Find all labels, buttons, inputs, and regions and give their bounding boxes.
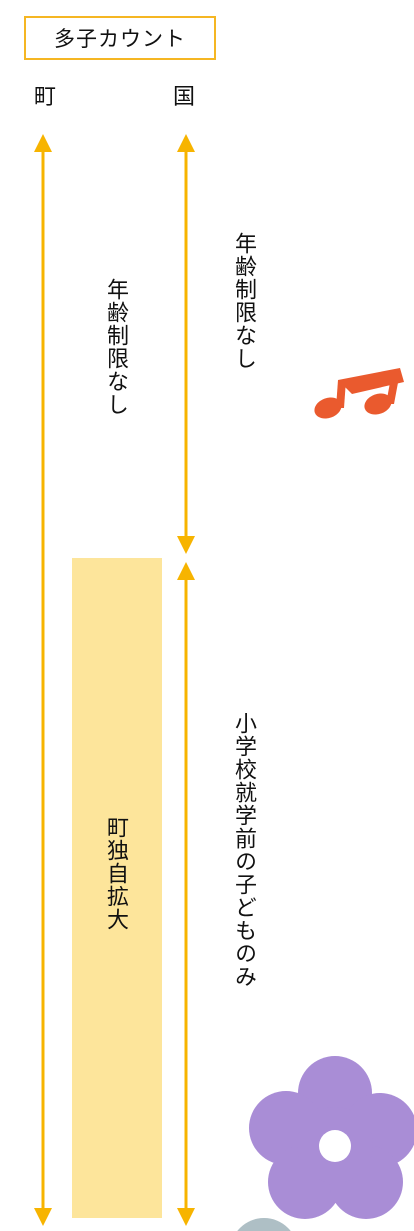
diagram-title-text: 多子カウント [54,27,186,51]
town-no-age-limit-label: 年齢制限なし [103,278,128,416]
diagram-title: 多子カウント [24,16,216,60]
country-no-age-limit-label: 年齢制限なし [231,232,256,370]
country-preschool-arrow [177,562,195,1226]
town-range-arrow [34,134,52,1226]
flower-icon [249,1056,414,1219]
town-extension-band [72,558,162,1218]
preschool-only-label: 小学校就学前の子どものみ [231,712,256,988]
music-note-icon [314,368,404,419]
column-label-town: 町 [34,85,57,110]
circle-icon [237,1218,291,1231]
country-no-age-limit-arrow [177,134,195,554]
column-label-country: 国 [173,85,196,110]
town-extension-label: 町独自拡大 [103,816,128,931]
